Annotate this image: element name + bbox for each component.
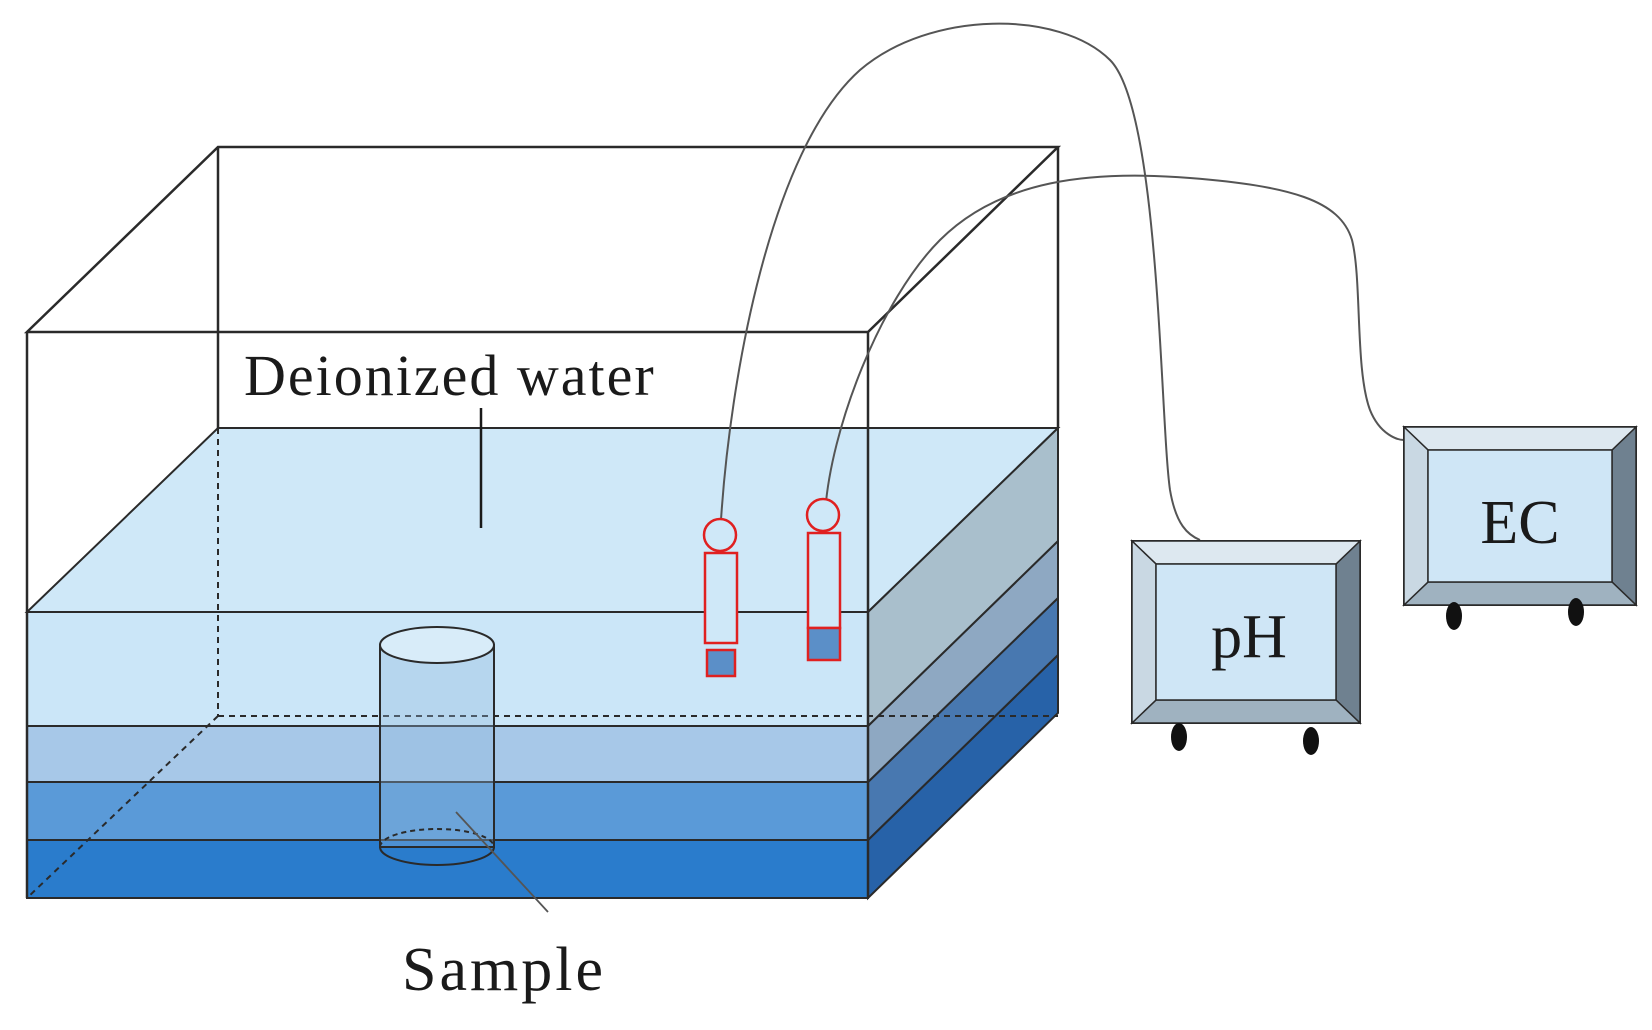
ph-meter-foot-left xyxy=(1171,723,1187,751)
ph-probe-cable xyxy=(720,22,1201,541)
ph-probe-head xyxy=(702,517,738,553)
tank-top-rim xyxy=(23,145,1062,334)
ec-meter-bezel-left xyxy=(1403,425,1429,607)
ph-probe-tip xyxy=(705,648,737,678)
tank-front-frame xyxy=(25,147,870,898)
ec-meter-bezel-bottom xyxy=(1402,581,1638,606)
ec-meter-bezel-right xyxy=(1611,425,1637,607)
ec-meter-label: EC xyxy=(1480,489,1559,557)
ph-probe-body xyxy=(703,551,739,645)
cables xyxy=(720,22,1405,541)
ph-meter-bezel-left xyxy=(1131,539,1157,725)
ec-probe-tip xyxy=(806,626,842,662)
ph-meter-foot-right xyxy=(1303,727,1319,755)
sample-cylinder-bottom-front xyxy=(379,846,495,866)
sample-leader-line xyxy=(455,811,549,913)
ph-probe xyxy=(702,517,739,678)
sample-label: Sample xyxy=(402,936,606,1004)
ec-probe-body xyxy=(806,531,842,630)
ph-meter-label: pH xyxy=(1211,603,1287,671)
ec-meter xyxy=(1402,425,1638,630)
ph-meter-bezel-bottom xyxy=(1130,699,1362,724)
ec-meter-foot-left xyxy=(1446,602,1462,630)
ph-meter-screen xyxy=(1155,563,1337,701)
ph-meter-bezel-top xyxy=(1130,540,1362,565)
tank-hidden-edges xyxy=(26,428,1058,899)
ph-meter-bezel-right xyxy=(1335,539,1361,725)
ph-meter xyxy=(1130,539,1362,755)
sample-cylinder xyxy=(379,626,495,866)
layer-4-front xyxy=(26,839,869,899)
sample-cylinder-body xyxy=(379,644,495,848)
ec-probe xyxy=(805,497,842,662)
ec-probe-head xyxy=(805,497,841,533)
ec-probe-cable xyxy=(824,174,1405,515)
sample-cylinder-bottom-back xyxy=(379,828,495,848)
ec-meter-screen xyxy=(1427,449,1613,583)
sample-cylinder-top xyxy=(379,626,495,664)
ec-meter-foot-right xyxy=(1568,598,1584,626)
ec-meter-bezel-top xyxy=(1402,426,1638,451)
water-label: Deionized water xyxy=(244,343,656,408)
water-layer xyxy=(24,425,1061,729)
